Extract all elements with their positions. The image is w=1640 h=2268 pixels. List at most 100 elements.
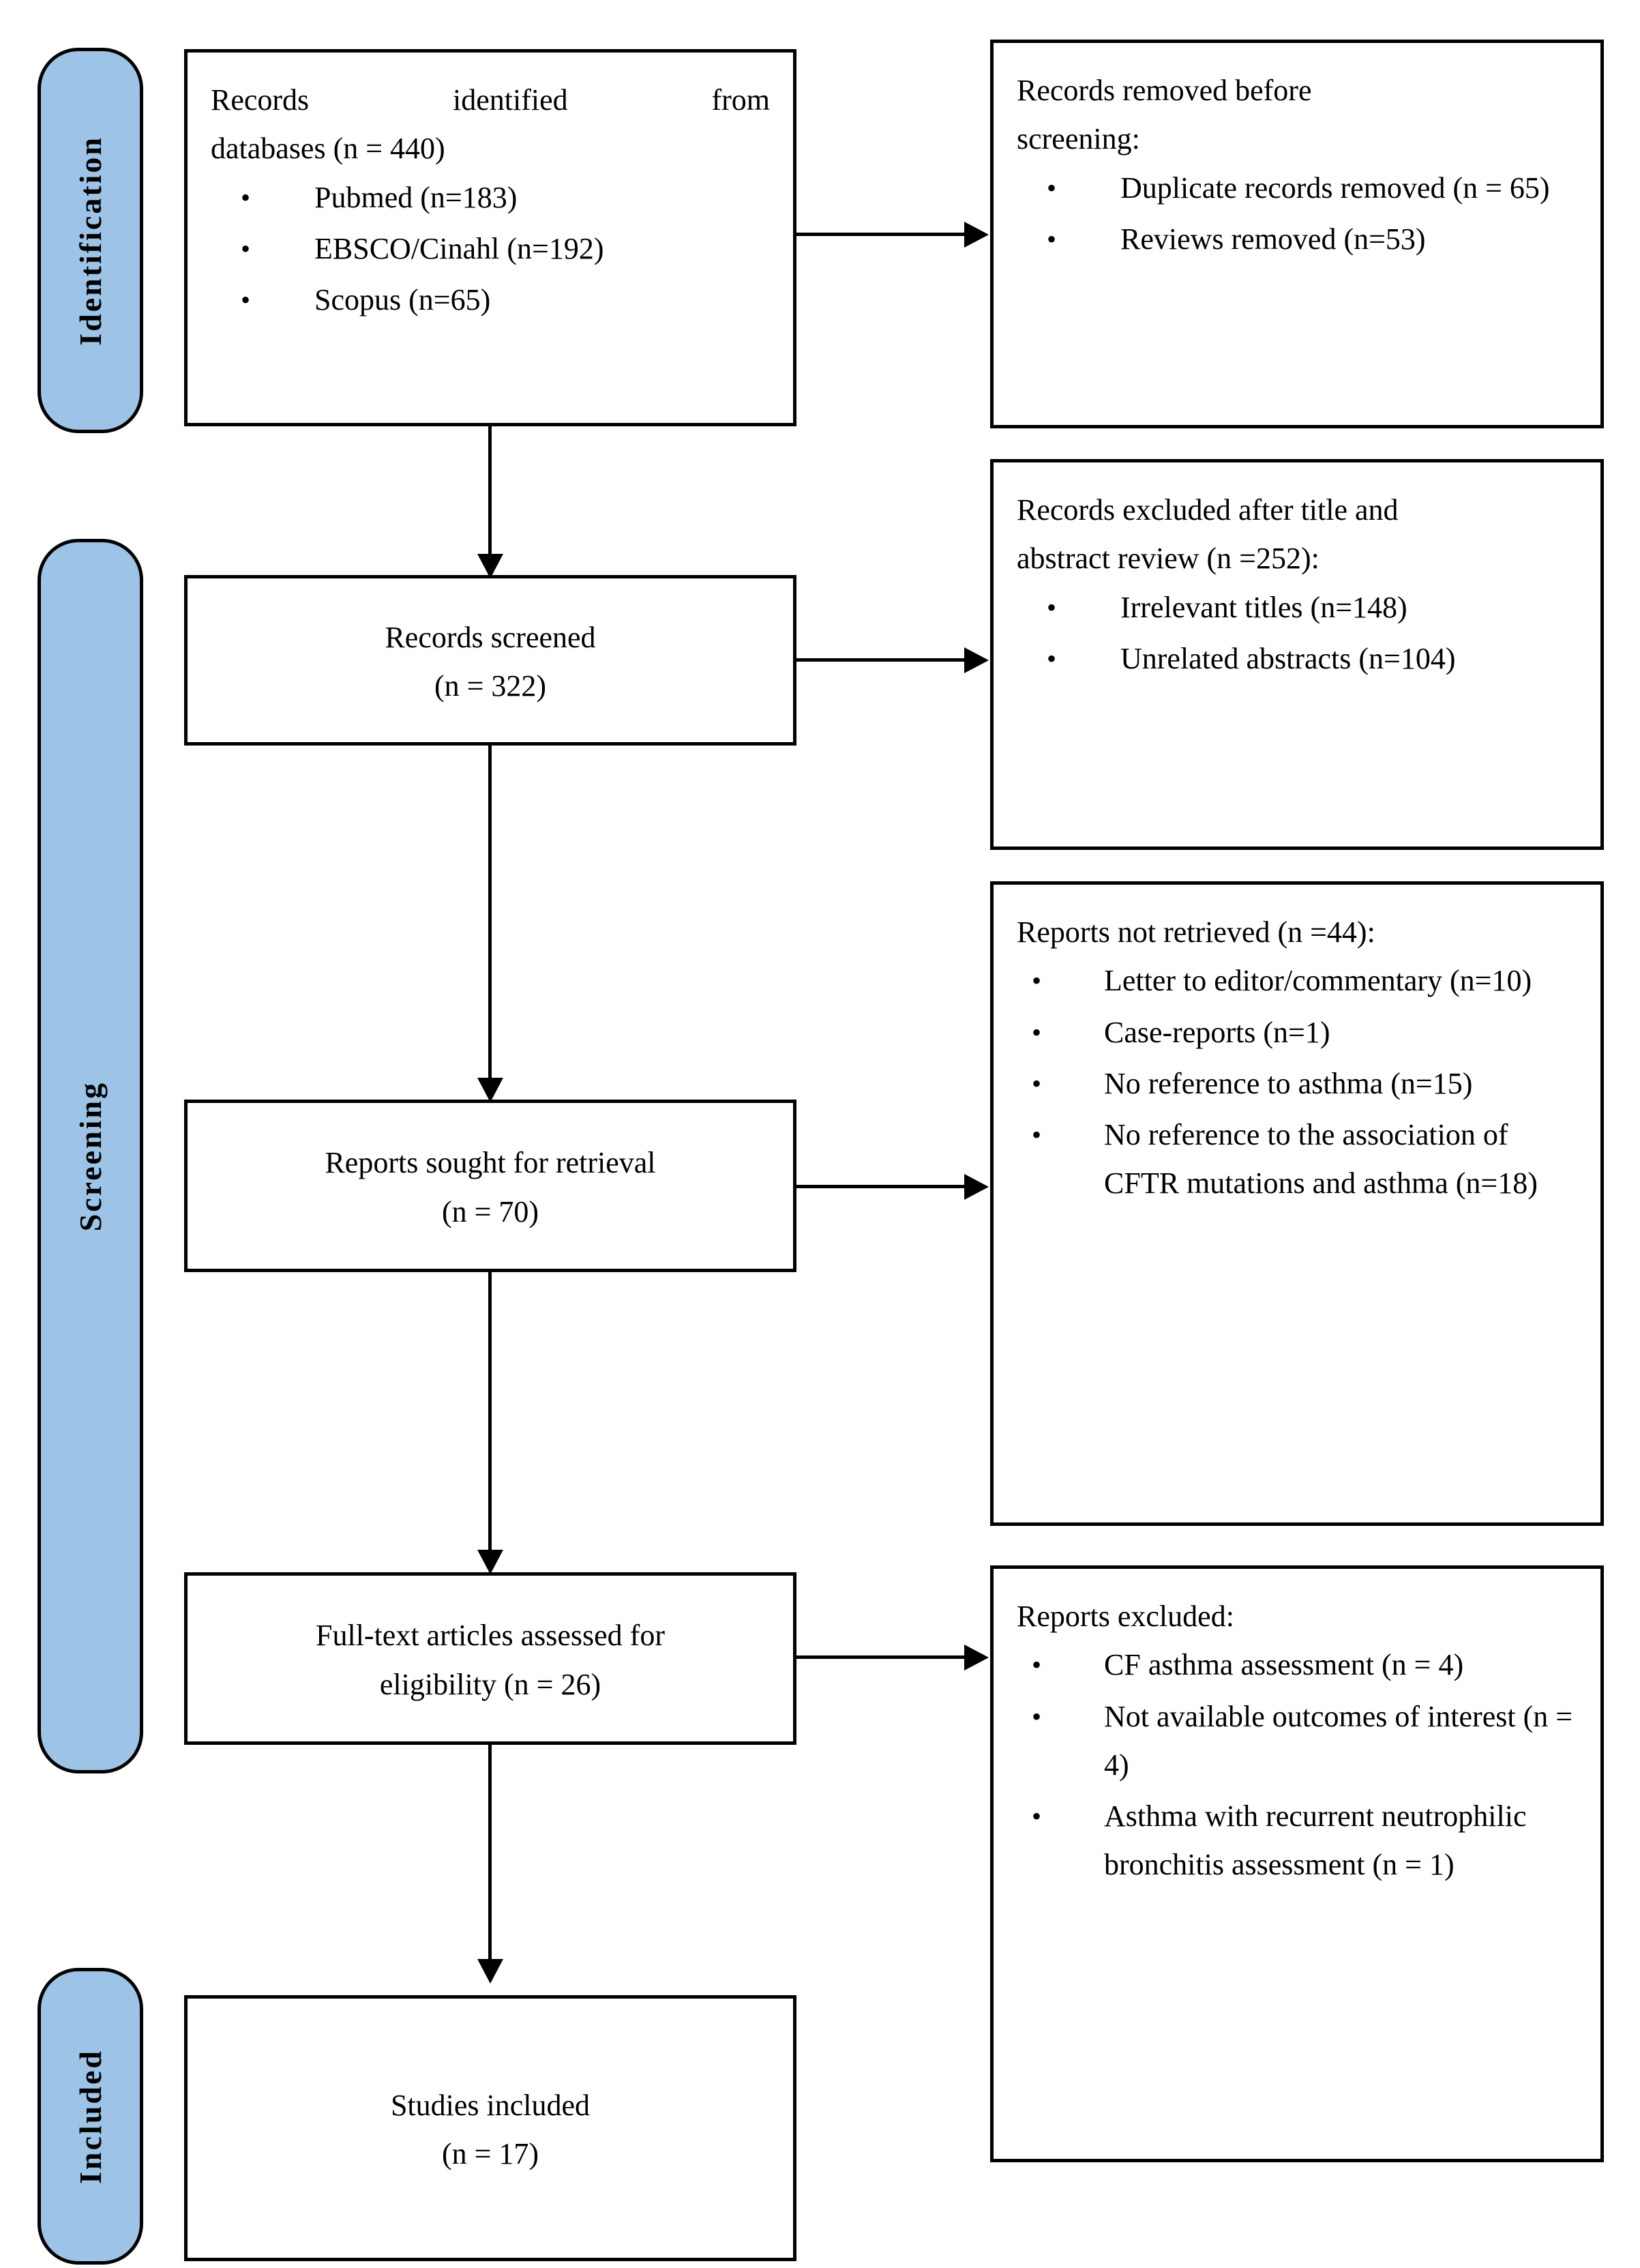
- bullet-icon: •: [1047, 643, 1057, 674]
- studies-included-content: Studies included (n = 17): [211, 2022, 770, 2237]
- reports-sought-content: Reports sought for retrieval (n = 70): [211, 1126, 770, 1248]
- list-item-label: Asthma with recurrent neutrophilic bronc…: [1104, 1799, 1527, 1882]
- list-item: • Unrelated abstracts (n=104): [1017, 634, 1577, 683]
- box-records-screened: Records screened (n = 322): [184, 575, 796, 746]
- bullet-icon: •: [241, 233, 251, 264]
- records-excluded-line1: Records excluded after title and: [1017, 493, 1399, 527]
- bullet-icon: •: [1047, 172, 1057, 203]
- arrowhead-right-row2: [964, 647, 989, 673]
- arrowhead-down-row3: [477, 1550, 503, 1574]
- studies-included-line2: (n = 17): [441, 2137, 539, 2170]
- full-text-assessed-content: Full-text articles assessed for eligibil…: [211, 1599, 770, 1721]
- bullet-icon: •: [1032, 1700, 1042, 1732]
- connector-fulltext-to-included: [488, 1745, 492, 1970]
- bullet-icon: •: [1047, 591, 1057, 623]
- box-reports-excluded: Reports excluded: • CF asthma assessment…: [990, 1565, 1604, 2162]
- stage-pill-identification: Identification: [38, 48, 143, 433]
- list-item: • CF asthma assessment (n = 4): [1017, 1640, 1577, 1689]
- stage-pill-screening: Screening: [38, 539, 143, 1773]
- list-item-label: Case-reports (n=1): [1104, 1015, 1330, 1049]
- reports-not-retrieved-line1: Reports not retrieved (n =44):: [1017, 915, 1375, 949]
- list-item-label: Unrelated abstracts (n=104): [1120, 641, 1456, 675]
- list-item: • No reference to the association of CFT…: [1017, 1110, 1577, 1208]
- list-item-label: No reference to the association of CFTR …: [1104, 1118, 1538, 1201]
- list-item: • Asthma with recurrent neutrophilic bro…: [1017, 1792, 1577, 1889]
- arrowhead-right-row4: [964, 1645, 989, 1670]
- box-records-identified: Records identified from databases (n = 4…: [184, 49, 796, 426]
- list-item: • Scopus (n=65): [211, 276, 770, 324]
- connector-identified-to-removed: [796, 233, 967, 236]
- connector-sought-to-not-retrieved: [796, 1185, 967, 1188]
- connector-identified-to-screened: [488, 426, 492, 566]
- connector-screened-to-excluded: [796, 658, 967, 662]
- bullet-icon: •: [1047, 223, 1057, 254]
- list-item-label: EBSCO/Cinahl (n=192): [314, 231, 604, 265]
- list-item-label: Reviews removed (n=53): [1120, 222, 1426, 256]
- reports-excluded-list: • CF asthma assessment (n = 4) • Not ava…: [1017, 1640, 1577, 1889]
- box-records-removed: Records removed before screening: • Dupl…: [990, 40, 1604, 428]
- connector-fulltext-to-excluded: [796, 1655, 967, 1659]
- connector-screened-to-sought: [488, 746, 492, 1090]
- stage-pill-included: Included: [38, 1968, 143, 2265]
- bullet-icon: •: [1032, 1067, 1042, 1099]
- list-item-label: Duplicate records removed (n = 65): [1120, 171, 1550, 205]
- reports-sought-line1: Reports sought for retrieval: [325, 1146, 656, 1180]
- arrowhead-right-row1: [964, 222, 989, 248]
- arrowhead-right-row3: [964, 1174, 989, 1200]
- stage-label-included: Included: [72, 2048, 108, 2184]
- bullet-icon: •: [1032, 1119, 1042, 1151]
- arrowhead-down-row4: [477, 1959, 503, 1984]
- list-item: • Duplicate records removed (n = 65): [1017, 164, 1577, 212]
- list-item: • Letter to editor/commentary (n=10): [1017, 956, 1577, 1005]
- box-reports-sought: Reports sought for retrieval (n = 70): [184, 1100, 796, 1272]
- records-excluded-content: Records excluded after title and abstrac…: [1017, 486, 1577, 683]
- connector-sought-to-fulltext: [488, 1272, 492, 1562]
- records-screened-line2: (n = 322): [434, 669, 547, 703]
- records-identified-line2: databases (n = 440): [211, 132, 445, 166]
- box-full-text-assessed: Full-text articles assessed for eligibil…: [184, 1572, 796, 1745]
- list-item: • Reviews removed (n=53): [1017, 215, 1577, 263]
- bullet-icon: •: [1032, 1016, 1042, 1048]
- full-text-assessed-line1: Full-text articles assessed for: [316, 1619, 665, 1653]
- list-item: • Not available outcomes of interest (n …: [1017, 1692, 1577, 1790]
- list-item: • Irrelevant titles (n=148): [1017, 583, 1577, 632]
- box-studies-included: Studies included (n = 17): [184, 1995, 796, 2261]
- reports-excluded-content: Reports excluded: • CF asthma assessment…: [1017, 1592, 1577, 1889]
- list-item: • No reference to asthma (n=15): [1017, 1059, 1577, 1108]
- reports-excluded-line1: Reports excluded:: [1017, 1600, 1234, 1633]
- records-removed-line2: screening:: [1017, 122, 1140, 156]
- list-item-label: Scopus (n=65): [314, 283, 491, 317]
- records-identified-list: • Pubmed (n=183) • EBSCO/Cinahl (n=192) …: [211, 173, 770, 325]
- list-item-label: Letter to editor/commentary (n=10): [1104, 964, 1532, 998]
- studies-included-line1: Studies included: [390, 2088, 591, 2122]
- reports-sought-line2: (n = 70): [441, 1194, 539, 1228]
- list-item-label: CF asthma assessment (n = 4): [1104, 1648, 1464, 1682]
- bullet-icon: •: [1032, 1649, 1042, 1681]
- records-screened-line1: Records screened: [385, 620, 596, 654]
- list-item: • Case-reports (n=1): [1017, 1008, 1577, 1057]
- bullet-icon: •: [1032, 1801, 1042, 1832]
- arrowhead-down-row1: [477, 554, 503, 578]
- records-removed-line1: Records removed before: [1017, 74, 1312, 107]
- list-item-label: Pubmed (n=183): [314, 180, 518, 214]
- list-item-label: Not available outcomes of interest (n = …: [1104, 1699, 1573, 1782]
- records-identified-content: Records identified from databases (n = 4…: [211, 76, 770, 324]
- list-item: • EBSCO/Cinahl (n=192): [211, 224, 770, 273]
- arrowhead-down-row2: [477, 1078, 503, 1102]
- records-screened-content: Records screened (n = 322): [211, 602, 770, 722]
- bullet-icon: •: [1032, 965, 1042, 997]
- stage-label-identification: Identification: [72, 135, 108, 346]
- bullet-icon: •: [241, 181, 251, 213]
- list-item-label: No reference to asthma (n=15): [1104, 1066, 1473, 1100]
- records-identified-line1: Records identified from: [211, 83, 770, 117]
- list-item-label: Irrelevant titles (n=148): [1120, 590, 1407, 624]
- reports-not-retrieved-list: • Letter to editor/commentary (n=10) • C…: [1017, 956, 1577, 1207]
- full-text-assessed-line2: eligibility (n = 26): [379, 1667, 601, 1701]
- box-reports-not-retrieved: Reports not retrieved (n =44): • Letter …: [990, 881, 1604, 1526]
- records-excluded-list: • Irrelevant titles (n=148) • Unrelated …: [1017, 583, 1577, 683]
- reports-not-retrieved-content: Reports not retrieved (n =44): • Letter …: [1017, 908, 1577, 1208]
- bullet-icon: •: [241, 284, 251, 316]
- stage-label-screening: Screening: [72, 1080, 108, 1232]
- box-records-excluded: Records excluded after title and abstrac…: [990, 459, 1604, 850]
